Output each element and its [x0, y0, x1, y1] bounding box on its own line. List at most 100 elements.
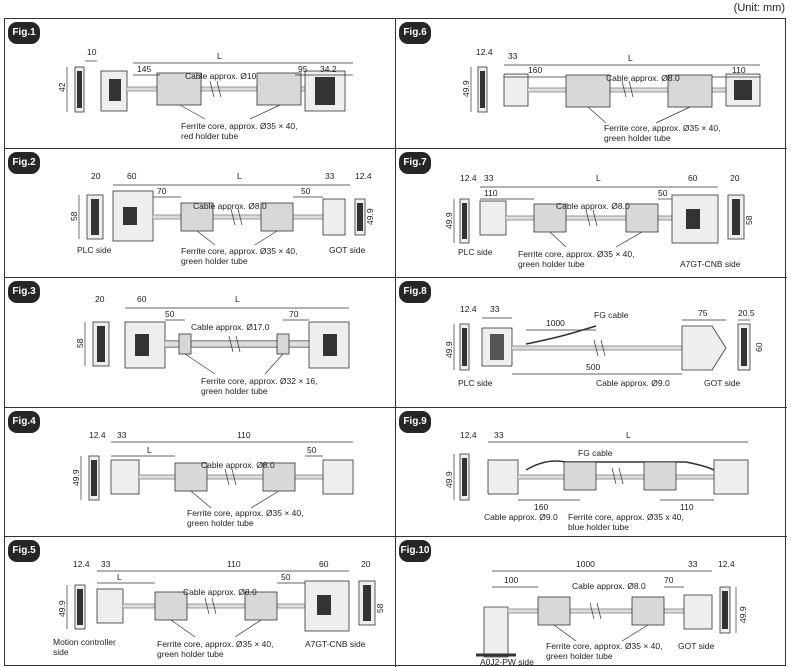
dim-1000: 1000 — [576, 559, 595, 569]
dim-20: 20 — [91, 171, 101, 181]
dim-100: 100 — [504, 575, 518, 585]
dim-58: 58 — [69, 211, 79, 221]
dim-58: 58 — [744, 215, 754, 225]
core-label-2: green holder tube — [518, 259, 585, 269]
dim-L: L — [628, 53, 633, 63]
dim-34-2: 34.2 — [320, 64, 337, 74]
plc-side-label: PLC side — [458, 247, 493, 257]
core-label-1: Ferrite core, approx. Ø35 × 40, — [181, 246, 297, 256]
dim-12-4: 12.4 — [460, 430, 477, 440]
dim-12-4: 12.4 — [73, 559, 90, 569]
fig-6-panel: Fig.6 12.4 49.9 33 L 160 110 Cable appro… — [396, 19, 787, 149]
motion-controller-side-label: Motion controller — [53, 637, 116, 647]
dim-12-4: 12.4 — [476, 47, 493, 57]
dim-33: 33 — [490, 304, 500, 314]
dim-20: 20 — [730, 173, 740, 183]
dim-50: 50 — [301, 186, 311, 196]
core-label-1: Ferrite core, approx. Ø35 x 40, — [568, 512, 684, 522]
fig-8-drawing: 12.4 49.9 33 1000 75 20.5 60 500 FG cabl… — [444, 304, 764, 388]
core-label-2: green holder tube — [201, 386, 268, 396]
core-label-1: Ferrite core, approx. Ø35 × 40, — [518, 249, 634, 259]
dim-L: L — [626, 430, 631, 440]
fig-10-panel: Fig.10 1000 33 12.4 100 70 49.9 Ca — [396, 537, 787, 667]
dim-110: L — [147, 445, 152, 455]
core-label-2: blue holder tube — [568, 522, 629, 532]
dim-L: L — [217, 51, 222, 61]
fig-9-badge: Fig.9 — [399, 410, 431, 433]
figure-grid: Fig.1 10 42 145 L 95 34.2 C — [4, 18, 787, 667]
fig-7-drawing: 12.4 49.9 33 L 110 50 60 20 58 Cable app… — [444, 173, 754, 269]
dim-49-9: 49.9 — [444, 341, 454, 358]
dim-33: 33 — [484, 173, 494, 183]
core-label-2: green holder tube — [604, 133, 671, 143]
fig-10-drawing: 1000 33 12.4 100 70 49.9 Cable approx. Ø… — [476, 559, 748, 667]
dim-49-9: 49.9 — [57, 601, 67, 618]
dim-50: 50 — [658, 188, 668, 198]
a0j2-pw-side-label: A0J2-PW side — [480, 657, 534, 667]
a7gt-cnb-side-label: A7GT-CNB side — [680, 259, 741, 269]
dim-50: 50 — [307, 445, 317, 455]
fg-cable-label: FG cable — [594, 310, 629, 320]
got-side-label: GOT side — [704, 378, 740, 388]
fig-7-panel: Fig.7 12.4 49.9 33 L 110 50 — [396, 149, 787, 279]
dim-L: 110 — [227, 559, 241, 569]
motion-controller-side-label-2: side — [53, 647, 69, 657]
ferrite-core-1 — [156, 72, 202, 106]
dim-50: 50 — [281, 572, 291, 582]
dim-33: 33 — [117, 430, 127, 440]
cable-label: Cable approx. Ø8.0 — [556, 201, 630, 211]
cable-label: Cable approx. Ø9.0 — [596, 378, 670, 388]
cable-label: Cable approx. Ø8.0 — [201, 460, 275, 470]
cable-label: Cable approx. Ø8.0 — [183, 587, 257, 597]
fig-1-badge: Fig.1 — [8, 22, 40, 44]
core-label-1: Ferrite core, approx. Ø35 × 40, — [546, 641, 662, 651]
dim-12-4: 12.4 — [718, 559, 735, 569]
got-connector — [681, 325, 727, 371]
core-label-1: Ferrite core, approx. Ø32 × 16, — [201, 376, 317, 386]
dim-1000: 1000 — [546, 318, 565, 328]
fig-2-badge: Fig.2 — [8, 151, 40, 174]
cable-label: Cable approx. Ø8.0 — [193, 201, 267, 211]
dim-L: L — [237, 171, 242, 181]
dim-49-9: 49.9 — [461, 80, 471, 97]
dim-160: 160 — [534, 502, 548, 512]
fig-4-panel: Fig.4 12.4 49.9 33 110 L 50 Cable approx… — [5, 407, 396, 538]
ferrite-core-2 — [256, 72, 302, 106]
core-label-1: Ferrite core, approx. Ø35 × 40, — [181, 121, 297, 131]
dim-10: 10 — [87, 47, 97, 57]
fig-3-badge: Fig.3 — [8, 281, 40, 304]
dim-60: 60 — [127, 171, 137, 181]
dim-33: 33 — [101, 559, 111, 569]
dim-110: L — [117, 572, 122, 582]
plc-side-label: PLC side — [458, 378, 493, 388]
a0j2-pw-connector — [483, 606, 509, 658]
dim-12-4: 12.4 — [460, 304, 477, 314]
got-side-label: GOT side — [329, 245, 365, 255]
core-label-2: green holder tube — [187, 518, 254, 528]
fig-1-drawing: 10 42 145 L 95 34.2 Cable approx. Ø10 Fe… — [57, 47, 353, 141]
core-label-1: Ferrite core, approx. Ø35 × 40, — [157, 639, 273, 649]
dim-49-9: 49.9 — [444, 471, 454, 488]
dim-42: 42 — [57, 82, 67, 92]
dim-50: 50 — [165, 309, 175, 319]
dim-33: 33 — [325, 171, 335, 181]
dim-12-4: 12.4 — [355, 171, 372, 181]
fig-6-badge: Fig.6 — [399, 22, 431, 44]
core-label-1: Ferrite core, approx. Ø35 × 40, — [187, 508, 303, 518]
fig-8-panel: Fig.8 12.4 49.9 33 1000 75 20.5 60 — [396, 278, 787, 408]
fig-2-panel: Fig.2 20 58 60 70 L 50 33 — [5, 148, 396, 279]
dim-49-9: 49.9 — [71, 469, 81, 486]
fig-1-panel: Fig.1 10 42 145 L 95 34.2 C — [5, 19, 396, 149]
dim-L: L — [596, 173, 601, 183]
dim-60: 60 — [137, 294, 147, 304]
unit-label: (Unit: mm) — [733, 2, 785, 14]
dim-95: 95 — [298, 64, 308, 74]
core-label-2: red holder tube — [181, 131, 238, 141]
dim-60: 60 — [754, 342, 764, 352]
fig-3-drawing: 20 58 60 L 50 70 Cable approx. Ø17.0 Fer… — [75, 294, 350, 396]
fig-5-badge: Fig.5 — [8, 540, 40, 563]
dim-20: 20 — [361, 559, 371, 569]
dim-75: 75 — [698, 308, 708, 318]
dim-12-4: 12.4 — [460, 173, 477, 183]
fig-7-badge: Fig.7 — [399, 151, 431, 174]
